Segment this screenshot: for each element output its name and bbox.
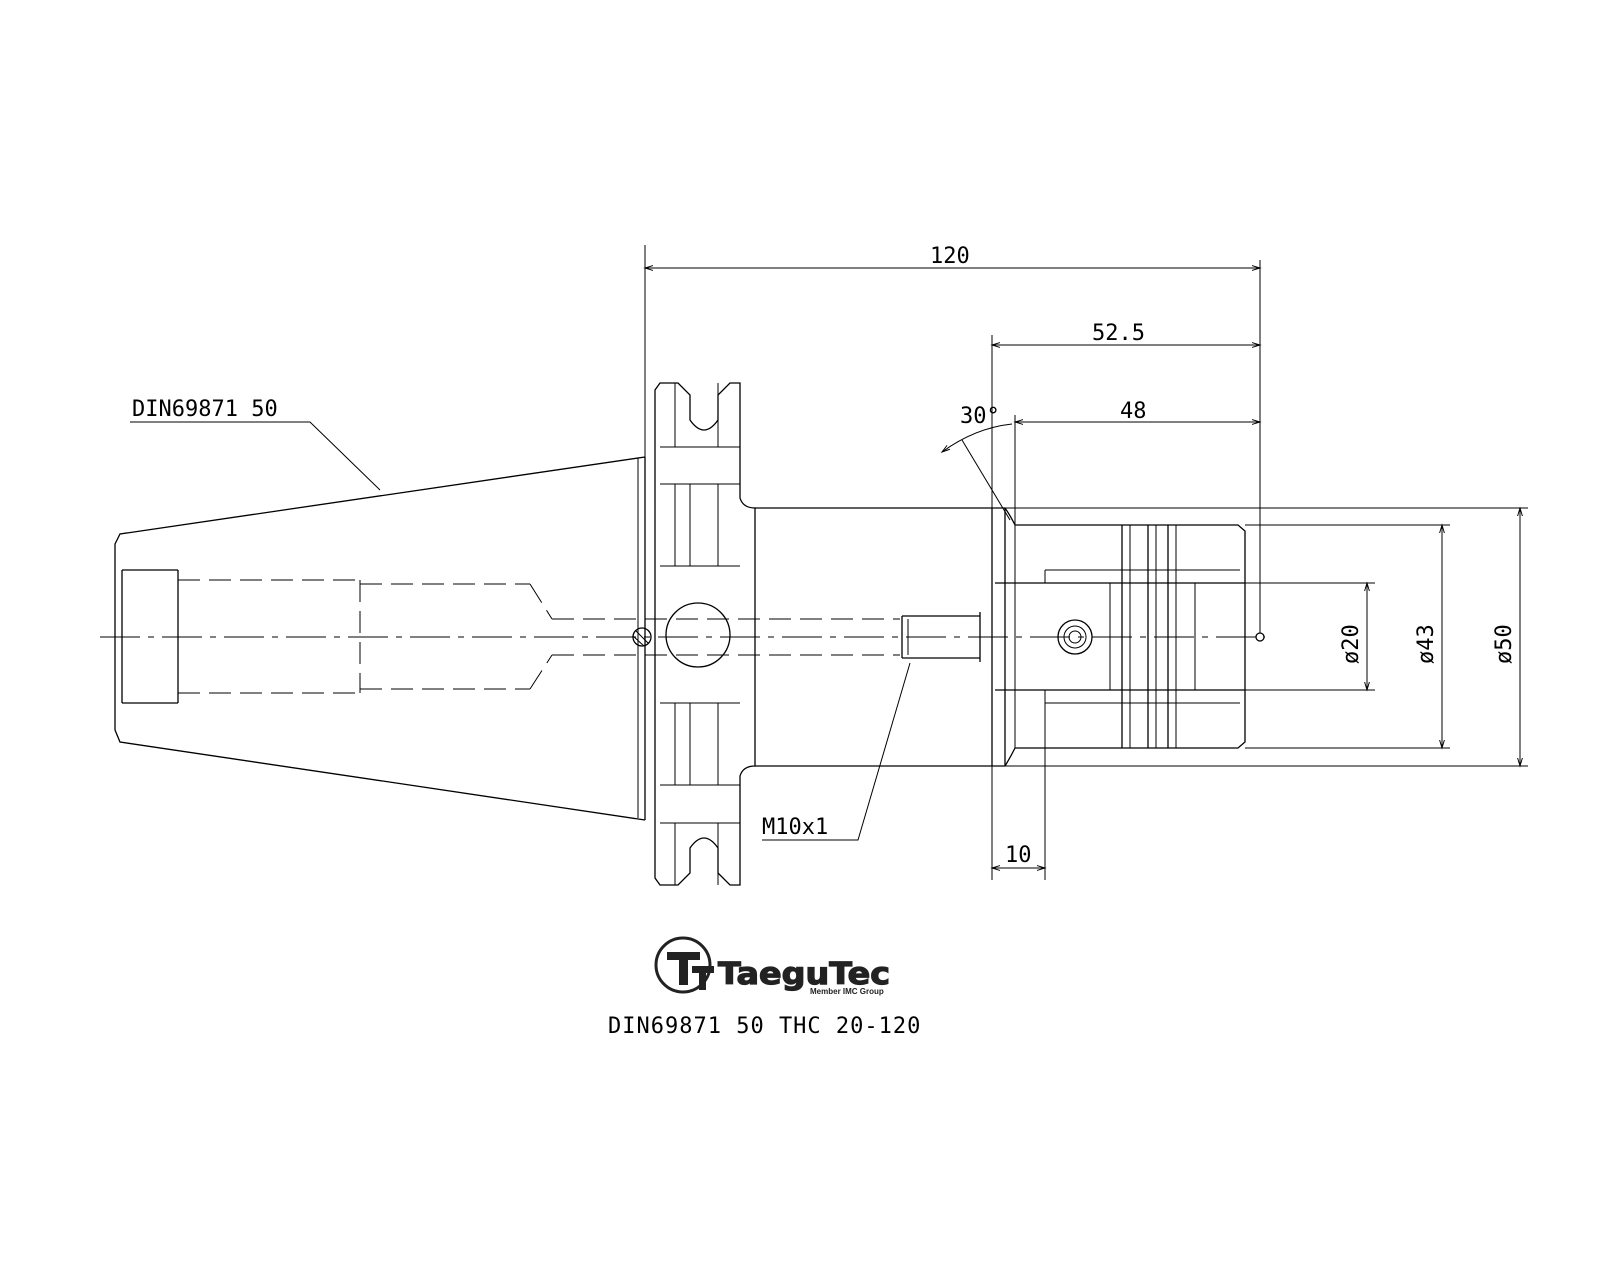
taper-callout-label: DIN69871 50 bbox=[132, 397, 278, 422]
thread-callout-label: M10x1 bbox=[762, 815, 828, 840]
dim-d50-label: ø50 bbox=[1492, 624, 1517, 664]
taper-callout-leader bbox=[130, 421, 381, 491]
flange bbox=[632, 382, 756, 886]
dim-10 bbox=[990, 703, 1047, 880]
taegutec-emblem-icon bbox=[654, 936, 714, 994]
dim-48 bbox=[1013, 415, 1262, 525]
dim-d43-label: ø43 bbox=[1414, 624, 1439, 664]
dim-52-5-label: 52.5 bbox=[1092, 321, 1145, 346]
dim-48-label: 48 bbox=[1120, 399, 1147, 424]
dim-d20-label: ø20 bbox=[1339, 624, 1364, 664]
part-number: DIN69871 50 THC 20-120 bbox=[608, 1014, 921, 1039]
neck-body bbox=[755, 507, 993, 767]
taegutec-logo: TaeguTec Member IMC Group bbox=[654, 936, 891, 996]
dim-diameters bbox=[1005, 506, 1528, 768]
logo-tagline: Member IMC Group bbox=[810, 987, 884, 996]
dim-chamfer-angle bbox=[940, 423, 1013, 521]
thread-callout-leader bbox=[762, 662, 911, 841]
dim-120-label: 120 bbox=[930, 244, 970, 269]
dim-overall-length bbox=[643, 245, 1262, 633]
dim-10-label: 10 bbox=[1005, 843, 1032, 868]
dim-52-5 bbox=[990, 335, 1262, 508]
logo-brand: TaeguTec bbox=[718, 957, 890, 992]
dim-30-label: 30° bbox=[960, 404, 1000, 429]
